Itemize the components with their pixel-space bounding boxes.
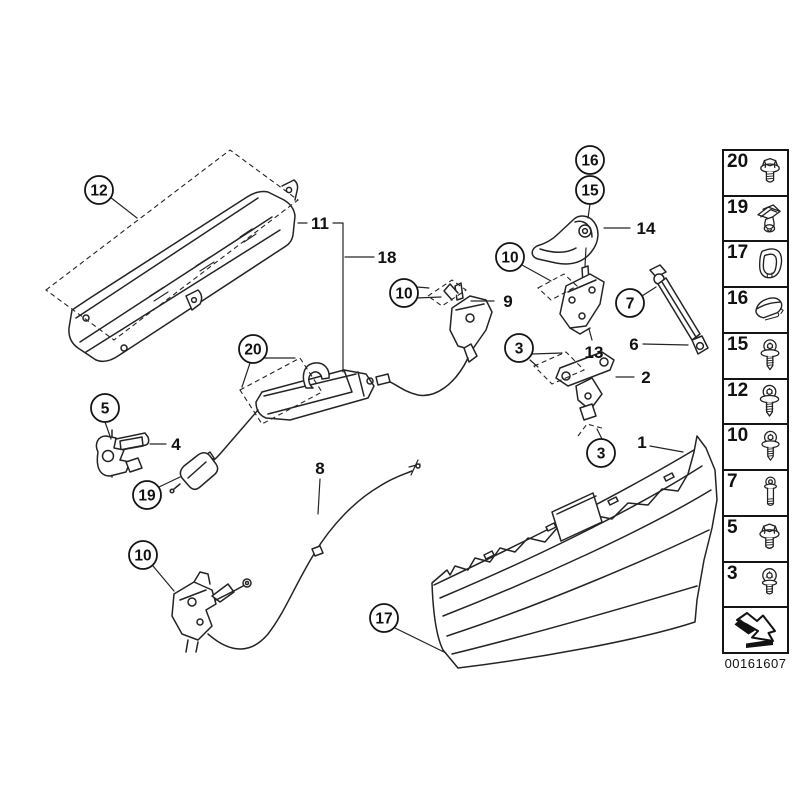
svg-text:10: 10 <box>134 548 151 565</box>
plain-callouts: 11 18 14 9 13 6 2 4 8 1 <box>171 214 656 478</box>
dashed-zoom-boxes <box>45 149 606 437</box>
direction-arrow-icon <box>729 610 783 650</box>
svg-text:7: 7 <box>626 296 635 313</box>
callout-3-b[interactable]: 3 <box>586 438 616 468</box>
legend-item-5[interactable]: 5 <box>724 514 787 561</box>
pan-head-screw-icon <box>753 566 786 602</box>
callout-7[interactable]: 7 <box>615 288 645 318</box>
cover-cap-icon <box>750 291 786 329</box>
legend-number: 17 <box>727 242 749 264</box>
label-4[interactable]: 4 <box>171 435 181 454</box>
callout-10-a[interactable]: 10 <box>389 278 419 308</box>
legend-number: 20 <box>727 151 749 172</box>
svg-text:20: 20 <box>244 342 261 359</box>
part-hinge-bracket <box>559 265 605 335</box>
part-latch-plate-left <box>95 429 150 478</box>
legend-item-10[interactable]: 10 <box>724 423 787 469</box>
legend-number: 15 <box>727 333 749 355</box>
part-sill-trim-panel <box>68 179 299 363</box>
legend-item-3[interactable]: 3 <box>724 560 787 607</box>
part-striker <box>555 351 615 421</box>
hex-flange-bolt-icon <box>753 519 786 559</box>
callout-10-c[interactable]: 10 <box>128 540 158 570</box>
callout-3-a[interactable]: 3 <box>504 333 534 363</box>
hex-flange-bolt-icon <box>754 154 786 192</box>
label-6[interactable]: 6 <box>629 335 638 354</box>
legend-direction-arrow[interactable] <box>724 606 787 652</box>
callout-20[interactable]: 20 <box>238 334 268 364</box>
svg-text:3: 3 <box>597 446 606 463</box>
circled-callouts: 12 16 15 10 10 7 3 20 5 19 10 3 17 <box>84 145 645 633</box>
svg-text:12: 12 <box>90 183 107 200</box>
expanding-rivet-clip-icon <box>752 199 786 239</box>
fastener-legend: 20 19 17 16 15 12 10 7 5 3 <box>722 149 789 654</box>
label-11[interactable]: 11 <box>311 214 329 233</box>
part-tailgate-lower-panel <box>431 435 718 669</box>
legend-item-16[interactable]: 16 <box>724 286 787 332</box>
legend-item-20[interactable]: 20 <box>724 151 787 195</box>
legend-number: 16 <box>727 288 749 310</box>
legend-number: 12 <box>727 379 749 401</box>
part-tailgate-handle <box>531 215 599 265</box>
svg-text:10: 10 <box>501 250 518 267</box>
callout-5[interactable]: 5 <box>90 393 120 423</box>
washer-head-screw-icon <box>754 336 786 376</box>
image-id: 00161607 <box>724 656 787 671</box>
legend-number: 5 <box>727 516 738 538</box>
legend-number: 3 <box>727 562 738 584</box>
grommet-cover-icon <box>752 244 786 284</box>
part-gas-strut <box>649 264 709 355</box>
label-2[interactable]: 2 <box>641 368 650 387</box>
svg-text:16: 16 <box>581 153 599 170</box>
label-9[interactable]: 9 <box>503 292 512 311</box>
legend-item-7[interactable]: 7 <box>724 469 787 515</box>
legend-item-17[interactable]: 17 <box>724 240 787 286</box>
callout-17[interactable]: 17 <box>369 603 399 633</box>
callout-19[interactable]: 19 <box>132 480 162 510</box>
label-8[interactable]: 8 <box>315 459 324 478</box>
legend-item-15[interactable]: 15 <box>724 331 787 378</box>
callout-15[interactable]: 15 <box>575 175 605 205</box>
svg-text:19: 19 <box>138 488 156 505</box>
washer-head-screw-icon <box>753 380 786 423</box>
label-13[interactable]: 13 <box>585 343 604 362</box>
label-14[interactable]: 14 <box>637 219 656 238</box>
label-18[interactable]: 18 <box>378 248 397 267</box>
callout-10-b[interactable]: 10 <box>495 242 525 272</box>
leader-lines <box>104 196 689 654</box>
callout-12[interactable]: 12 <box>84 175 114 205</box>
svg-text:3: 3 <box>515 341 524 358</box>
svg-text:15: 15 <box>581 183 599 200</box>
part-lock-actuator-upper <box>443 282 493 363</box>
part-lower-lock-and-cable <box>171 459 421 653</box>
legend-item-12[interactable]: 12 <box>724 377 787 424</box>
label-1[interactable]: 1 <box>637 433 646 452</box>
callout-16[interactable]: 16 <box>575 145 605 175</box>
shoulder-stud-icon <box>755 472 786 514</box>
legend-item-19[interactable]: 19 <box>724 194 787 241</box>
part-central-lock-drive <box>169 362 375 494</box>
svg-text:10: 10 <box>395 286 412 303</box>
legend-number: 7 <box>727 471 738 493</box>
svg-text:5: 5 <box>101 401 110 418</box>
part-bowden-cable-upper <box>361 357 469 397</box>
svg-text:17: 17 <box>375 611 392 628</box>
washer-head-screw-icon <box>755 429 786 466</box>
legend-number: 10 <box>727 425 749 447</box>
legend-number: 19 <box>727 196 749 218</box>
